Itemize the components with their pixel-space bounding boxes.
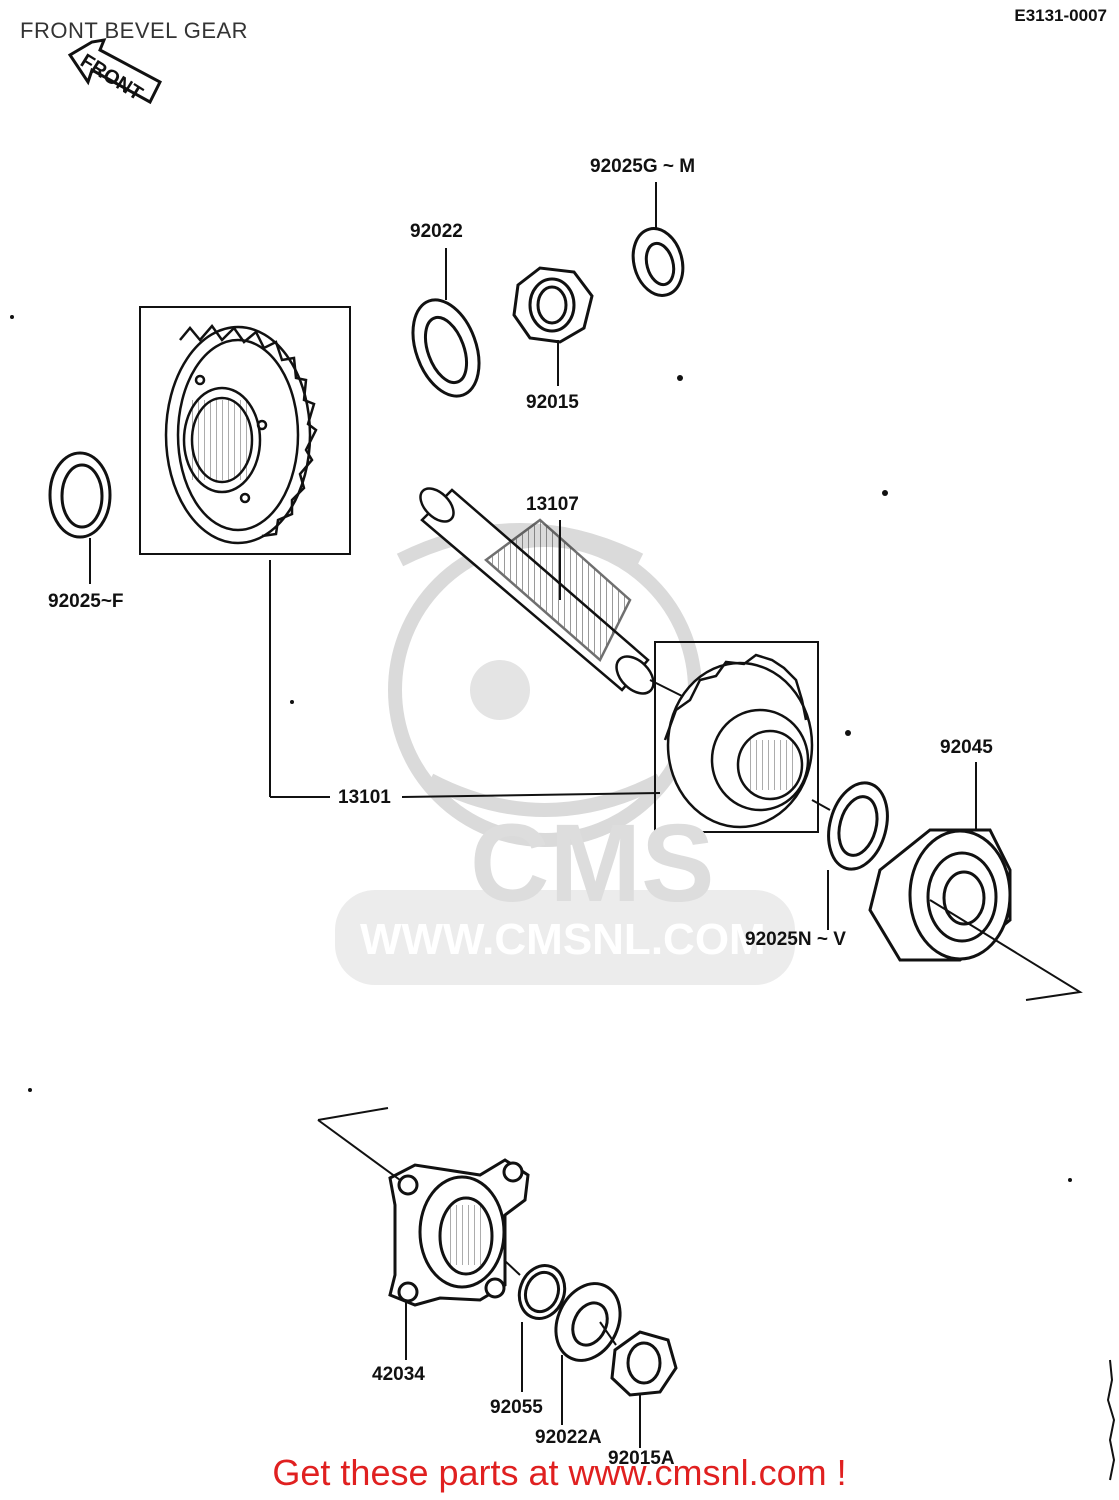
promo-link[interactable]: Get these parts at www.cmsnl.com ! [272, 1452, 847, 1493]
part-label-13107: 13107 [526, 494, 579, 515]
part-label-92025n-v: 92025N ~ V [745, 929, 846, 950]
washer-92022a [554, 1282, 622, 1362]
washer-92022 [411, 298, 481, 398]
nut-92015 [512, 266, 594, 344]
watermark-url-text: WWW.CMSNL.COM [360, 915, 766, 964]
drawing-code: E3131-0007 [1014, 6, 1107, 25]
circlip-92055 [517, 1264, 567, 1320]
watermark-logo-text: CMS [470, 802, 715, 925]
part-label-92015a: 92015A [608, 1448, 675, 1469]
part-label-92025g-m: 92025G ~ M [590, 156, 696, 177]
page-title: FRONT BEVEL GEAR [20, 18, 249, 43]
front-arrow-icon [67, 38, 162, 105]
shaft-13107 [419, 487, 655, 695]
washer-92025-f [48, 451, 112, 539]
part-label-92045: 92045 [940, 737, 993, 758]
bearing-92045 [868, 828, 1012, 962]
part-label-13101: 13101 [338, 787, 391, 808]
washer-92025g-m [631, 227, 685, 297]
part-label-92025-f: 92025~F [48, 591, 124, 612]
nut-92015a [610, 1330, 678, 1397]
pinion-gear-13101 [654, 641, 819, 833]
flange-42034 [388, 1158, 530, 1307]
part-label-92055: 92055 [490, 1397, 543, 1418]
part-label-42034: 42034 [372, 1364, 425, 1385]
part-label-92022: 92022 [410, 221, 463, 242]
stray-specks [10, 315, 1072, 1182]
ring-gear-13101 [139, 306, 351, 555]
washer-92025n-v [827, 781, 889, 871]
part-label-92015: 92015 [526, 392, 579, 413]
part-label-92022a: 92022A [535, 1427, 602, 1448]
